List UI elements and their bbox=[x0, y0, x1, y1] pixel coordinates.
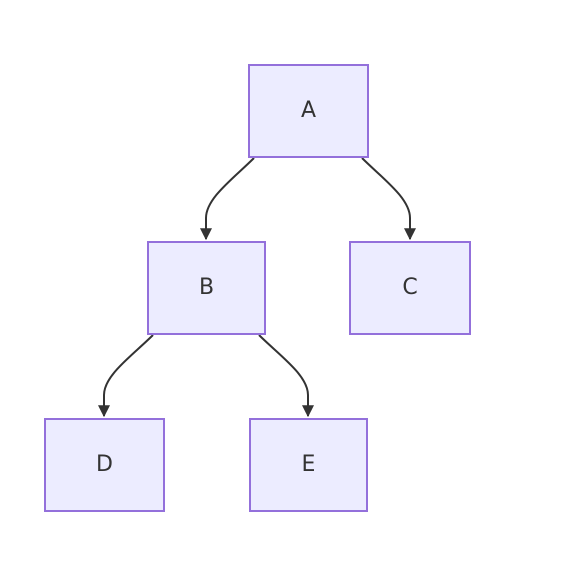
edge-a-to-b bbox=[200, 157, 255, 241]
edge-b-to-e bbox=[258, 334, 314, 418]
node-e: E bbox=[249, 418, 368, 512]
node-c-label: C bbox=[402, 275, 418, 300]
node-a: A bbox=[248, 64, 369, 158]
edge-b-to-d bbox=[98, 334, 154, 418]
node-b: B bbox=[147, 241, 266, 335]
node-d: D bbox=[44, 418, 165, 512]
node-d-label: D bbox=[96, 452, 113, 477]
node-b-label: B bbox=[198, 275, 215, 300]
node-c: C bbox=[349, 241, 471, 335]
node-e-label: E bbox=[301, 452, 316, 477]
edge-a-to-c bbox=[361, 157, 416, 241]
node-a-label: A bbox=[300, 98, 317, 123]
